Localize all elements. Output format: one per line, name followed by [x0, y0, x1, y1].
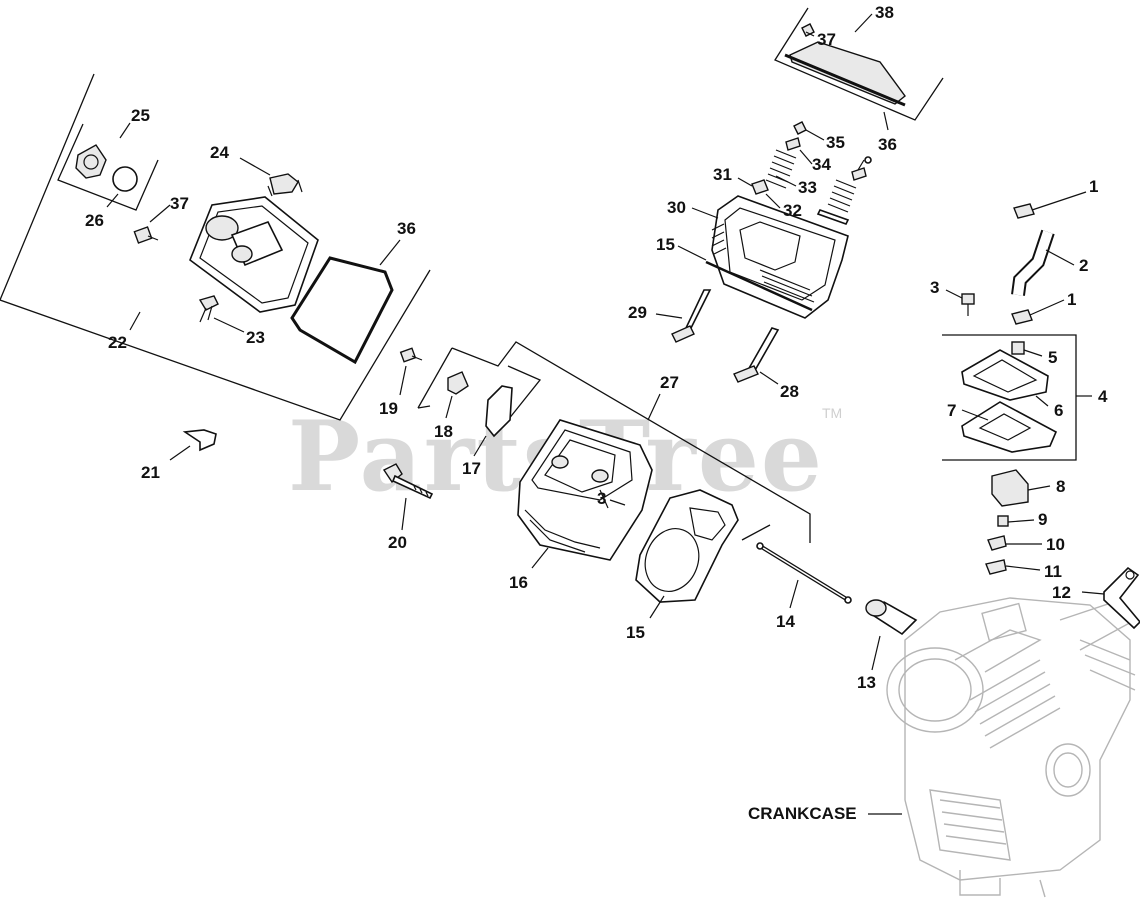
bracket-21	[182, 429, 217, 452]
callout-22: 22	[108, 333, 127, 352]
breather-plug	[1011, 341, 1025, 355]
callout-1-bottom: 1	[1067, 290, 1076, 309]
callout-36: 36	[397, 219, 416, 238]
callout-13: 13	[857, 673, 876, 692]
upper-head-gasket	[705, 260, 813, 312]
callout-34: 34	[812, 155, 831, 174]
callout-38: 38	[875, 3, 894, 22]
tappet	[865, 599, 918, 636]
callout-23: 23	[246, 328, 265, 347]
valve-cover-group-box	[0, 73, 431, 421]
retainer-11	[985, 559, 1007, 575]
watermark-trademark: TM	[822, 405, 842, 421]
callout-1-top: 1	[1089, 177, 1098, 196]
exhaust-valve	[733, 327, 780, 383]
callout-31: 31	[713, 165, 732, 184]
callout-2: 2	[1079, 256, 1088, 275]
callout-18: 18	[434, 422, 453, 441]
bracket-12	[1103, 566, 1140, 630]
callout-37-top: 37	[817, 30, 836, 49]
rocker-arm	[485, 385, 513, 438]
callout-6: 6	[1054, 401, 1063, 420]
cylinder-head	[517, 419, 653, 561]
callout-28: 28	[780, 382, 799, 401]
crankcase-label: CRANKCASE	[748, 804, 857, 823]
callout-7: 7	[947, 401, 956, 420]
breather-gasket	[961, 401, 1058, 453]
crankcase-illustration	[886, 597, 1137, 898]
retainer-10	[987, 535, 1007, 551]
screw-3	[961, 293, 975, 316]
breather-cap	[75, 144, 107, 179]
valve-cover-gasket	[290, 256, 394, 365]
o-ring	[112, 166, 138, 192]
callout-16: 16	[509, 573, 528, 592]
top-valve-cover	[789, 41, 906, 105]
callout-33: 33	[798, 178, 817, 197]
valve-springs	[765, 121, 872, 225]
hose-clamp-top	[1013, 203, 1035, 219]
intake-valve	[671, 289, 712, 343]
callout-8: 8	[1056, 477, 1065, 496]
rocker-pivot	[447, 371, 469, 395]
drain-fitting	[198, 295, 219, 323]
head-bolt	[382, 463, 434, 500]
breather-fitting	[267, 173, 303, 197]
callout-10: 10	[1046, 535, 1065, 554]
callout-15: 15	[626, 623, 645, 642]
breather-cover	[961, 349, 1049, 401]
callout-15-top: 15	[656, 235, 675, 254]
breather-filter	[991, 469, 1029, 507]
screw-37	[133, 226, 159, 244]
callout-25: 25	[131, 106, 150, 125]
callout-3-center: 3	[597, 489, 606, 508]
valve-cover	[189, 196, 319, 313]
callout-21: 21	[141, 463, 160, 482]
callout-35: 35	[826, 133, 845, 152]
callout-30: 30	[667, 198, 686, 217]
callout-36-top: 36	[878, 135, 897, 154]
push-rod	[741, 524, 852, 604]
callout-17: 17	[462, 459, 481, 478]
callout-19: 19	[379, 399, 398, 418]
cylinder-head-upper	[711, 195, 849, 319]
callout-5: 5	[1048, 348, 1057, 367]
leader-lines	[106, 13, 1105, 815]
callout-12: 12	[1052, 583, 1071, 602]
callout-11: 11	[1044, 562, 1062, 581]
callout-20: 20	[388, 533, 407, 552]
top-cover-gasket	[784, 53, 906, 107]
screw-19	[399, 347, 423, 363]
screw-9	[997, 515, 1009, 527]
callout-27: 27	[660, 373, 679, 392]
callout-9: 9	[1038, 510, 1047, 529]
hose-clamp-bottom	[1011, 309, 1033, 325]
callout-3: 3	[930, 278, 939, 297]
top-cover-group-box	[774, 7, 944, 121]
callout-24: 24	[210, 143, 229, 162]
callout-32: 32	[783, 201, 802, 220]
valve-stem-seal	[751, 179, 769, 195]
callout-26: 26	[85, 211, 104, 230]
callout-29: 29	[628, 303, 647, 322]
screw-37b	[801, 23, 815, 37]
callout-14: 14	[776, 612, 795, 631]
callouts: 25 26 37 24 23 22 36 21 19 18 17 27 3 20…	[85, 3, 1108, 823]
cylinder-head-group-box	[417, 341, 811, 543]
oil-fill-group-box	[57, 123, 159, 211]
head-gasket	[635, 489, 739, 603]
callout-37: 37	[170, 194, 189, 213]
breather-group-box	[942, 334, 1077, 461]
callout-4: 4	[1098, 387, 1108, 406]
